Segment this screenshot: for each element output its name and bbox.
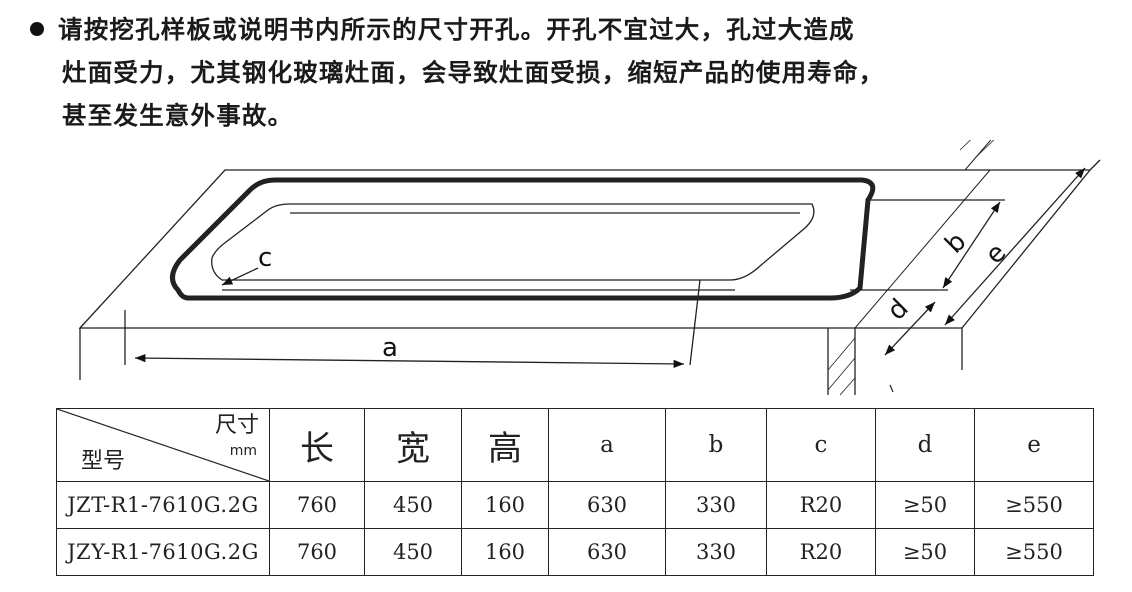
d-cell: ≥50 [875,481,975,529]
width-cell: 450 [364,481,462,529]
corner-label-size: 尺寸 [214,413,259,438]
c-cell: R20 [766,528,876,576]
table-row: JZT-R1-7610G.2G 760 450 160 630 330 R20 … [56,481,1094,529]
header-c: c [766,408,876,482]
model-cell: JZY-R1-7610G.2G [56,528,270,576]
dimension-e-line [944,167,1086,326]
header-d: d [875,408,975,482]
dimension-a-line [134,353,685,369]
table-row: JZY-R1-7610G.2G 760 450 160 630 330 R20 … [56,528,1094,576]
dimension-d-label: d [882,293,915,326]
dimension-c-label: c [258,243,272,273]
header-width: 宽 [364,408,462,482]
dimension-a-label: a [382,333,398,363]
sink-recess [211,203,815,281]
cutout-diagram: a c b d e [78,140,1101,396]
dimension-b-label: b [939,227,972,260]
installation-note: 请按挖孔样板或说明书内所示的尺寸开孔。开孔不宜过大，孔过大造成 灶面受力，尤其钢… [30,8,1120,137]
height-cell: 160 [461,528,549,576]
corner-diagonal [57,409,269,481]
a-cell: 630 [548,481,666,529]
length-cell: 760 [269,481,365,529]
a-cell: 630 [548,528,666,576]
width-cell: 450 [364,528,462,576]
e-cell: ≥550 [974,481,1094,529]
note-line-3: 甚至发生意外事故。 [62,101,294,130]
header-e: e [974,408,1094,482]
corner-label-model: 型号 [81,449,126,474]
length-cell: 760 [269,528,365,576]
dimension-table: 尺寸 mm 型号 长 宽 高 a b c d e JZT-R1-7610G.2G… [56,408,1094,576]
dimension-d-line [884,301,936,356]
b-cell: 330 [665,481,767,529]
header-b: b [665,408,767,482]
header-a: a [548,408,666,482]
header-length: 长 [269,408,365,482]
bullet-icon [30,22,44,36]
model-cell: JZT-R1-7610G.2G [56,481,270,529]
countertop-outline [78,169,1092,329]
dimension-e-label: e [980,238,1013,271]
note-line-1: 请按挖孔样板或说明书内所示的尺寸开孔。开孔不宜过大，孔过大造成 [30,8,1120,51]
table-corner-cell: 尺寸 mm 型号 [56,408,270,482]
d-cell: ≥50 [875,528,975,576]
c-cell: R20 [766,481,876,529]
corner-label-unit: mm [229,443,257,459]
note-line-2: 灶面受力，尤其钢化玻璃灶面，会导致灶面受损，缩短产品的使用寿命， [62,58,885,87]
table-header-row: 尺寸 mm 型号 长 宽 高 a b c d e [56,408,1094,482]
height-cell: 160 [461,481,549,529]
dimension-c-line [221,267,259,286]
e-cell: ≥550 [974,528,1094,576]
wall-hatching [827,140,995,396]
header-height: 高 [461,408,549,482]
b-cell: 330 [665,528,767,576]
